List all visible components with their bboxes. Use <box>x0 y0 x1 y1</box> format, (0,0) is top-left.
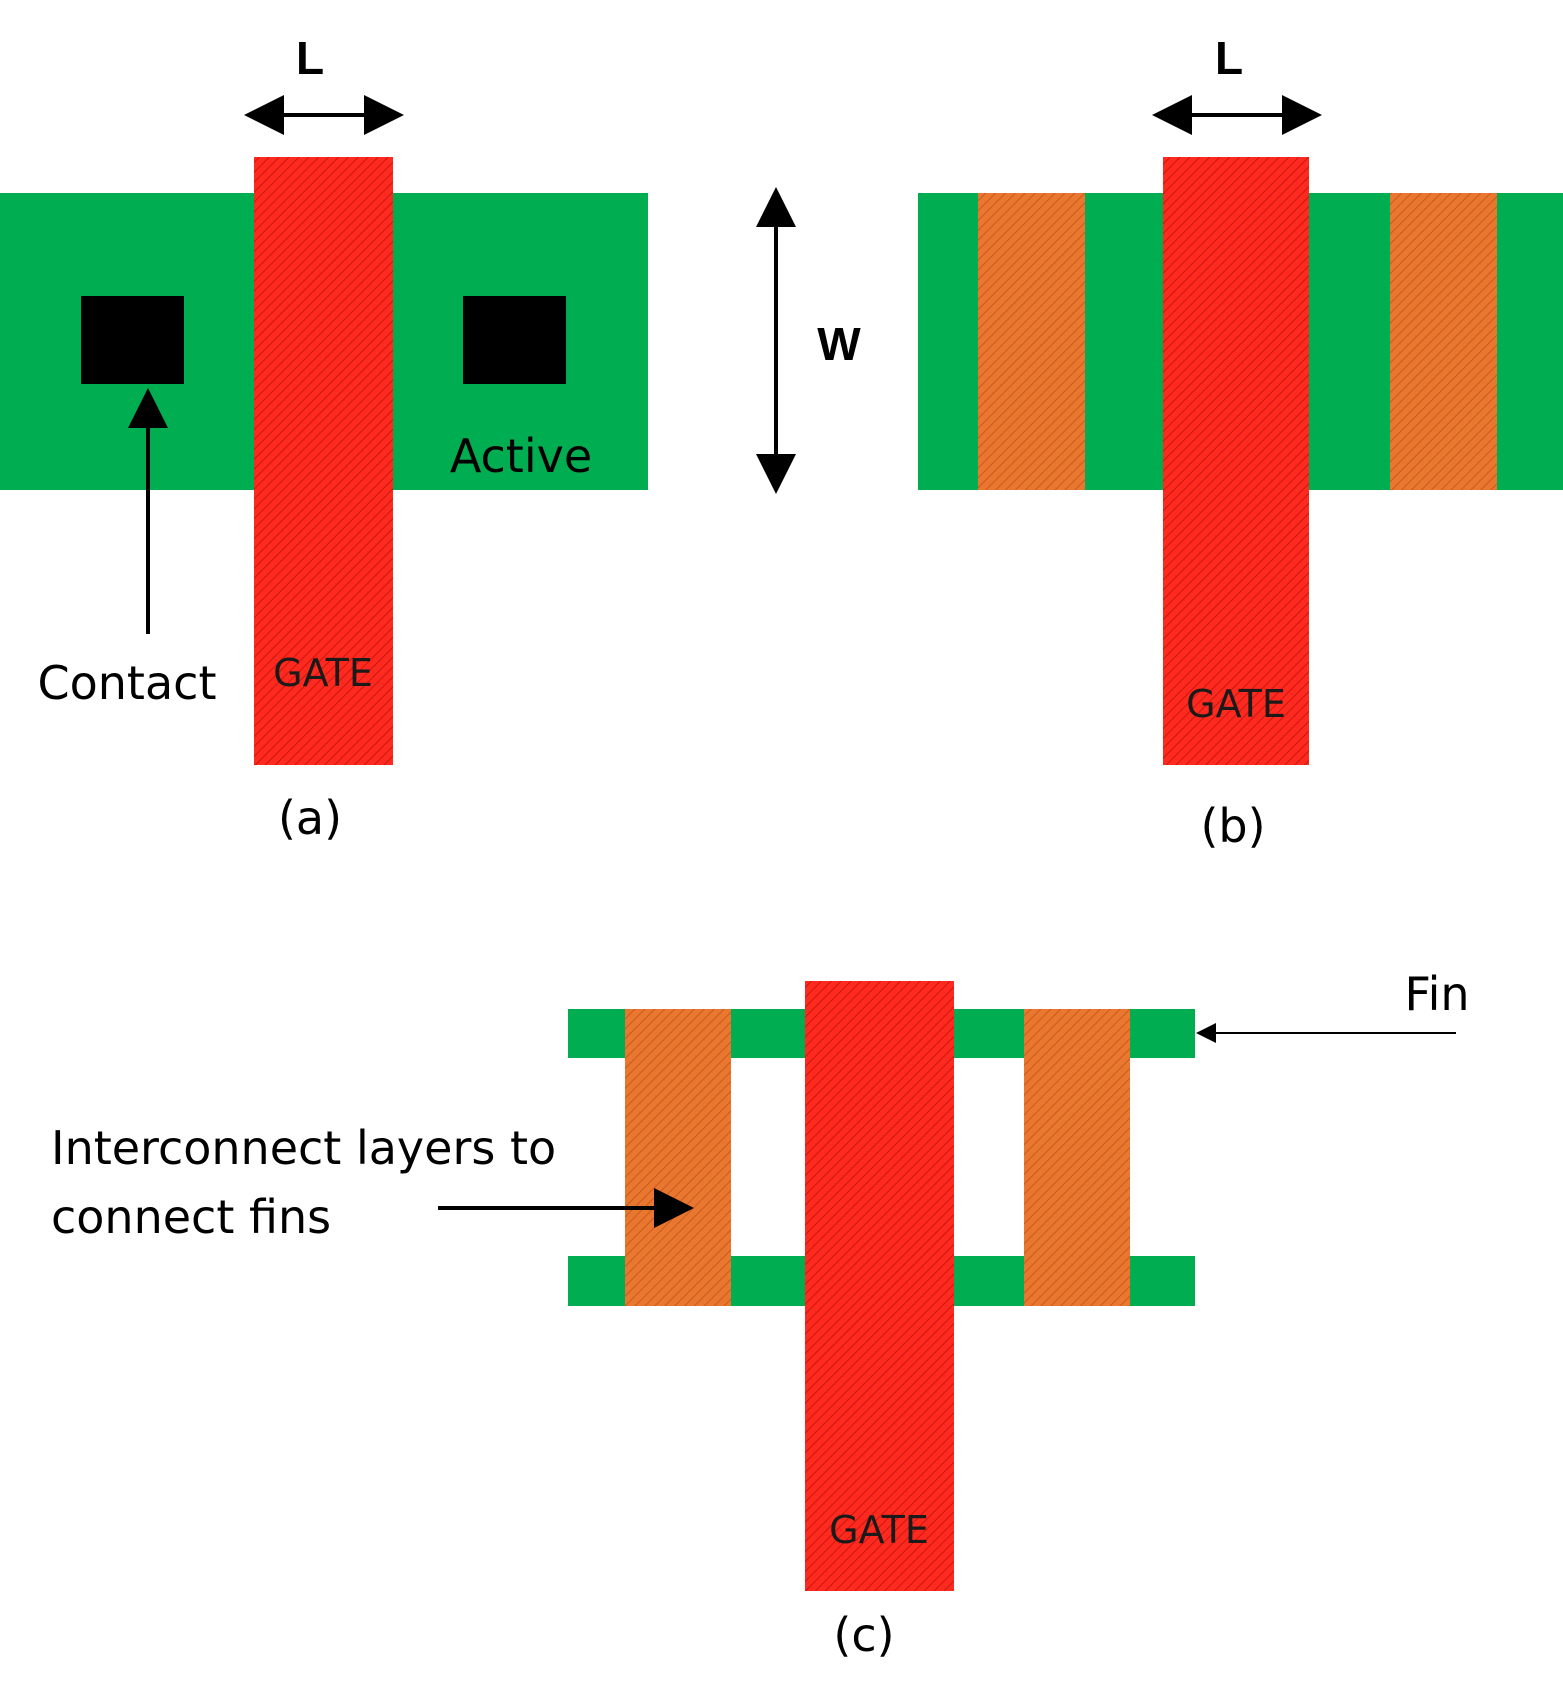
width-label: W <box>817 318 861 370</box>
panel-a-caption: (a) <box>278 791 342 845</box>
gate-label: GATE <box>1186 682 1286 726</box>
width-dimension: W <box>756 187 861 494</box>
length-label: L <box>1215 32 1243 84</box>
fin-label: Fin <box>1404 967 1469 1021</box>
gate-label: GATE <box>273 651 373 695</box>
interconnect-label-line2: connect fins <box>51 1190 331 1244</box>
contact-right <box>463 296 566 384</box>
gate <box>805 981 954 1591</box>
interconnect-right <box>1024 1009 1130 1306</box>
gate-label: GATE <box>829 1508 929 1552</box>
active-label: Active <box>450 429 592 483</box>
gate <box>1163 157 1309 765</box>
gate <box>254 157 393 765</box>
panel-c: GATE Fin Interconnect layers to connect … <box>51 967 1470 1662</box>
interconnect-left <box>978 193 1085 490</box>
panel-b-caption: (b) <box>1200 799 1265 853</box>
panel-b: GATE L (b) <box>918 32 1563 853</box>
interconnect-left <box>625 1009 731 1306</box>
panel-a: GATE Active L Contact (a) <box>0 32 648 845</box>
interconnect-label-line1: Interconnect layers to <box>51 1121 556 1175</box>
length-label: L <box>296 32 324 84</box>
panel-c-caption: (c) <box>833 1608 894 1662</box>
interconnect-right <box>1390 193 1497 490</box>
contact-left <box>81 296 184 384</box>
contact-label: Contact <box>38 656 217 710</box>
